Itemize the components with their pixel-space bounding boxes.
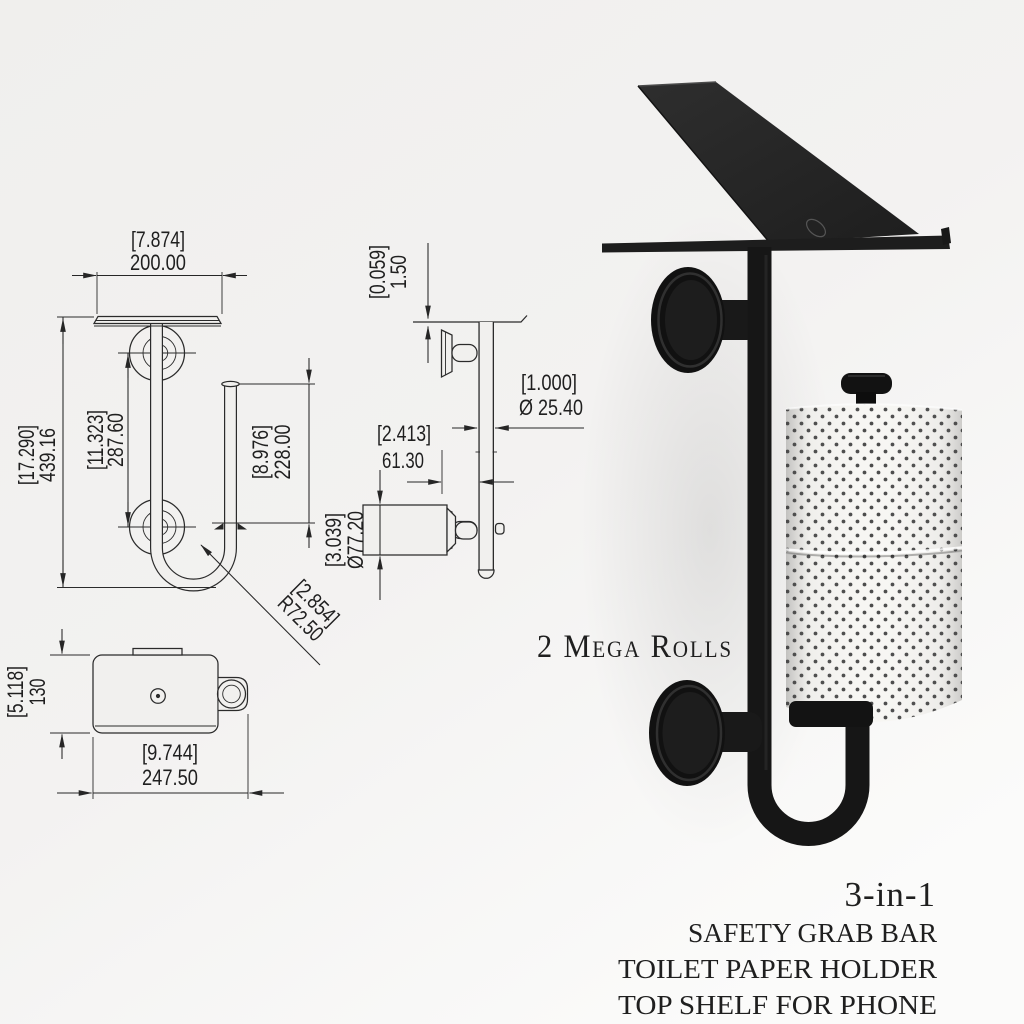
dim-overall-height-inches: [17.290]	[14, 425, 39, 485]
product-render	[602, 81, 963, 846]
dim-rod-length: [8.976] 228.00	[212, 358, 315, 548]
grab-bar-outline	[150, 322, 240, 592]
roll-holder-knob	[841, 373, 892, 404]
phone-ramp	[637, 81, 919, 244]
toilet-paper-rolls	[785, 403, 963, 723]
dim-shelf-width-inches: [7.874]	[131, 227, 185, 252]
dim-shelf-thickness: [0.059] 1.50	[365, 243, 431, 363]
shelf-tab	[132, 647, 183, 656]
wall-shadow	[580, 210, 840, 850]
dim-wall-clearance: [2.413] 61.30	[377, 421, 514, 494]
top-shelf	[602, 227, 951, 253]
shelf-edge-line	[413, 315, 528, 323]
wall-mount-bottom	[649, 680, 762, 786]
feature-line-2: TOILET PAPER HOLDER	[618, 954, 937, 984]
dim-shelf-width-mm: 200.00	[130, 250, 186, 275]
front-view-drawing: [7.874] 200.00	[14, 227, 344, 666]
dim-overall-width-mm: 247.50	[142, 765, 198, 790]
dim-shelf-depth-mm: 130	[25, 679, 50, 706]
dim-bar-diameter-mm: Ø 25.40	[519, 395, 583, 420]
shelf-plate	[92, 315, 223, 327]
screw-hole	[150, 688, 166, 704]
hook-end	[216, 676, 249, 712]
shelf-lip	[941, 227, 951, 245]
dim-overall-width: [9.744] 247.50	[57, 714, 284, 799]
dim-bar-diameter-inches: [1.000]	[521, 370, 577, 395]
roll-count-label: 2 Mega Rolls	[537, 629, 733, 665]
wall-flange-top	[440, 329, 478, 379]
wall-mount-top	[651, 267, 760, 373]
rod-top-cap	[221, 380, 240, 388]
feature-text-block: 3-in-1 SAFETY GRAB BAR TOILET PAPER HOLD…	[618, 875, 937, 1020]
side-view-drawing: [0.059] 1.50	[321, 243, 584, 600]
dim-wall-clearance-inches: [2.413]	[377, 421, 431, 446]
ramp-logo-mark	[805, 218, 827, 238]
rod-stub	[494, 522, 505, 535]
dim-bar-diameter: [1.000] Ø 25.40	[452, 370, 584, 431]
dim-roll-diameter: [3.039] Ø77.20	[321, 470, 383, 600]
top-view-drawing: [5.118] 130 [9.744] 247.50	[3, 629, 284, 799]
product-title: 3-in-1	[844, 875, 936, 914]
dim-roll-diameter-mm: Ø77.20	[343, 511, 368, 569]
dim-overall-height: [17.290] 439.16	[14, 316, 216, 588]
dim-overall-width-inches: [9.744]	[142, 740, 198, 765]
dim-shelf-depth-inches: [5.118]	[3, 666, 28, 718]
dim-mount-spacing-mm: 287.60	[103, 413, 128, 467]
grab-bar	[747, 247, 870, 846]
dim-shelf-thickness-inches: [0.059]	[365, 245, 390, 299]
dim-shelf-thickness-mm: 1.50	[386, 255, 411, 289]
feature-line-1: SAFETY GRAB BAR	[688, 918, 937, 948]
dim-overall-height-mm: 439.16	[35, 428, 60, 482]
shelf-top-outline	[92, 654, 219, 734]
dim-mount-spacing: [11.323] 287.60	[83, 353, 131, 527]
feature-line-3: TOP SHELF FOR PHONE	[618, 990, 937, 1020]
roll-holder-bracket	[789, 701, 873, 727]
dim-shelf-depth: [5.118] 130	[3, 629, 90, 759]
dim-shelf-width: [7.874] 200.00	[72, 227, 247, 314]
roll-side-outline	[362, 504, 478, 556]
dim-rod-length-inches: [8.976]	[248, 425, 273, 479]
dim-roll-diameter-inches: [3.039]	[321, 513, 346, 567]
dim-wall-clearance-mm: 61.30	[382, 448, 424, 473]
dim-rod-length-mm: 228.00	[270, 425, 295, 480]
dim-mount-spacing-inches: [11.323]	[83, 410, 108, 470]
bar-side-outline	[475, 322, 505, 579]
